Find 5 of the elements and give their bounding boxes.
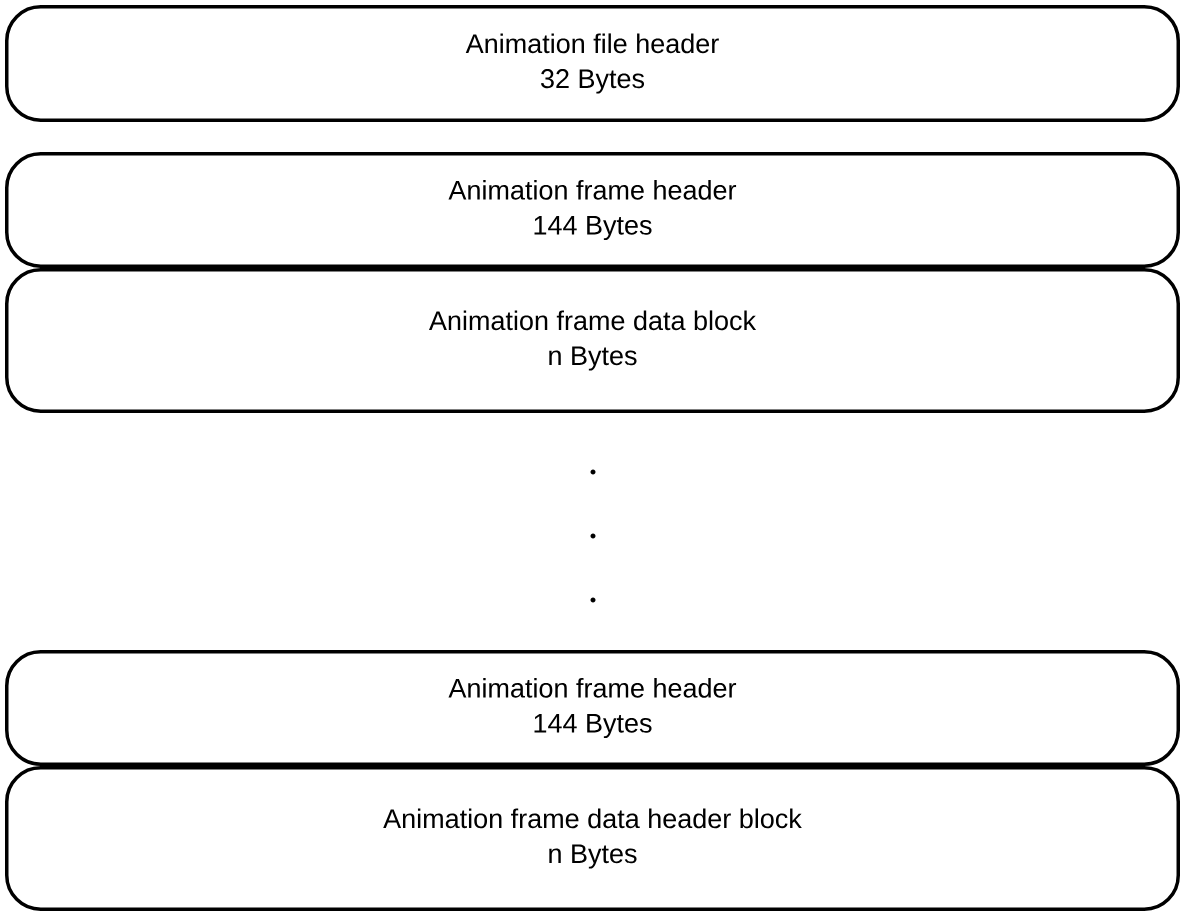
frame-box: Animation frame data block n Bytes — [5, 268, 1180, 413]
frame-box: Animation frame header 144 Bytes — [5, 650, 1180, 766]
frame-box: Animation frame header 144 Bytes — [5, 152, 1180, 268]
frame-box: Animation file header 32 Bytes — [5, 5, 1180, 122]
frame-box: Animation frame data header block n Bytes — [5, 766, 1180, 911]
